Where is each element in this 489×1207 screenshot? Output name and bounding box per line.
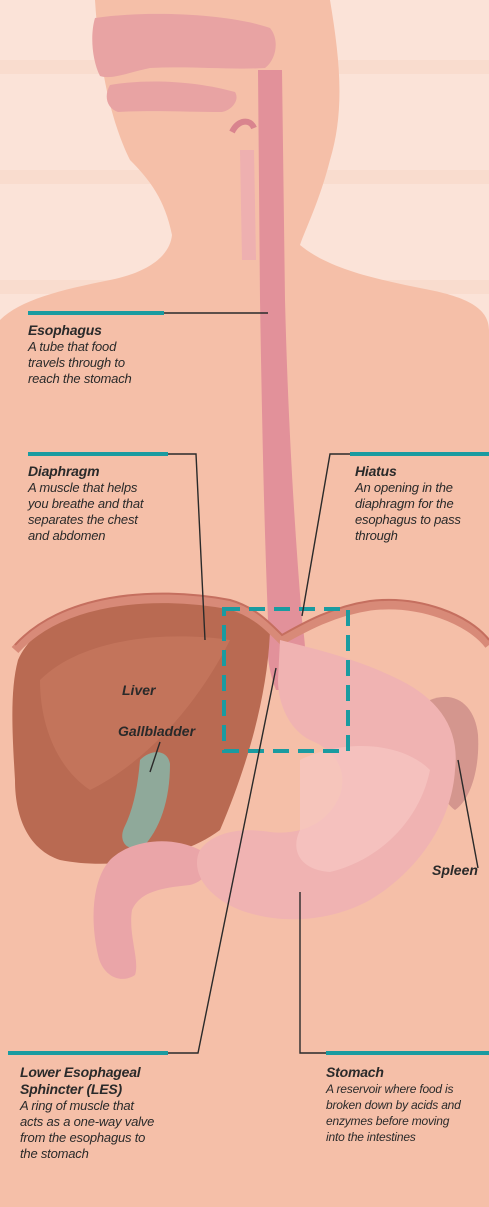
liver-label: Liver bbox=[122, 682, 155, 698]
stomach-desc-line: A reservoir where food is bbox=[326, 1081, 489, 1097]
diaphragm-desc-line: A muscle that helps bbox=[28, 480, 203, 496]
les-title-line: Lower Esophageal bbox=[20, 1064, 210, 1081]
esophagus-label: Esophagus A tube that food travels throu… bbox=[28, 322, 198, 387]
hiatus-title: Hiatus bbox=[355, 463, 485, 480]
stomach-desc-line: enzymes before moving bbox=[326, 1113, 489, 1129]
diaphragm-desc-line: you breathe and that bbox=[28, 496, 203, 512]
esophagus-desc-line: reach the stomach bbox=[28, 371, 198, 387]
diaphragm-label: Diaphragm A muscle that helps you breath… bbox=[28, 463, 203, 544]
diaphragm-title: Diaphragm bbox=[28, 463, 203, 480]
hiatus-desc-line: through bbox=[355, 528, 485, 544]
spleen-label: Spleen bbox=[432, 862, 478, 878]
diaphragm-desc-line: separates the chest bbox=[28, 512, 203, 528]
hiatus-desc-line: esophagus to pass bbox=[355, 512, 485, 528]
trachea bbox=[240, 150, 256, 260]
hiatus-desc-line: An opening in the bbox=[355, 480, 485, 496]
stomach-title: Stomach bbox=[326, 1064, 489, 1081]
diaphragm-desc-line: and abdomen bbox=[28, 528, 203, 544]
esophagus-desc-line: travels through to bbox=[28, 355, 198, 371]
stomach-desc-line: broken down by acids and bbox=[326, 1097, 489, 1113]
esophagus-title: Esophagus bbox=[28, 322, 198, 339]
les-title-line: Sphincter (LES) bbox=[20, 1081, 210, 1098]
les-desc-line: the stomach bbox=[20, 1146, 210, 1162]
stomach-desc-line: into the intestines bbox=[326, 1129, 489, 1145]
les-desc-line: from the esophagus to bbox=[20, 1130, 210, 1146]
les-desc-line: acts as a one-way valve bbox=[20, 1114, 210, 1130]
hiatus-label: Hiatus An opening in the diaphragm for t… bbox=[355, 463, 485, 544]
gallbladder-label: Gallbladder bbox=[118, 723, 195, 739]
les-desc-line: A ring of muscle that bbox=[20, 1098, 210, 1114]
esophagus-desc-line: A tube that food bbox=[28, 339, 198, 355]
les-label: Lower Esophageal Sphincter (LES) A ring … bbox=[20, 1064, 210, 1162]
hiatus-desc-line: diaphragm for the bbox=[355, 496, 485, 512]
stomach-label: Stomach A reservoir where food is broken… bbox=[326, 1064, 489, 1145]
